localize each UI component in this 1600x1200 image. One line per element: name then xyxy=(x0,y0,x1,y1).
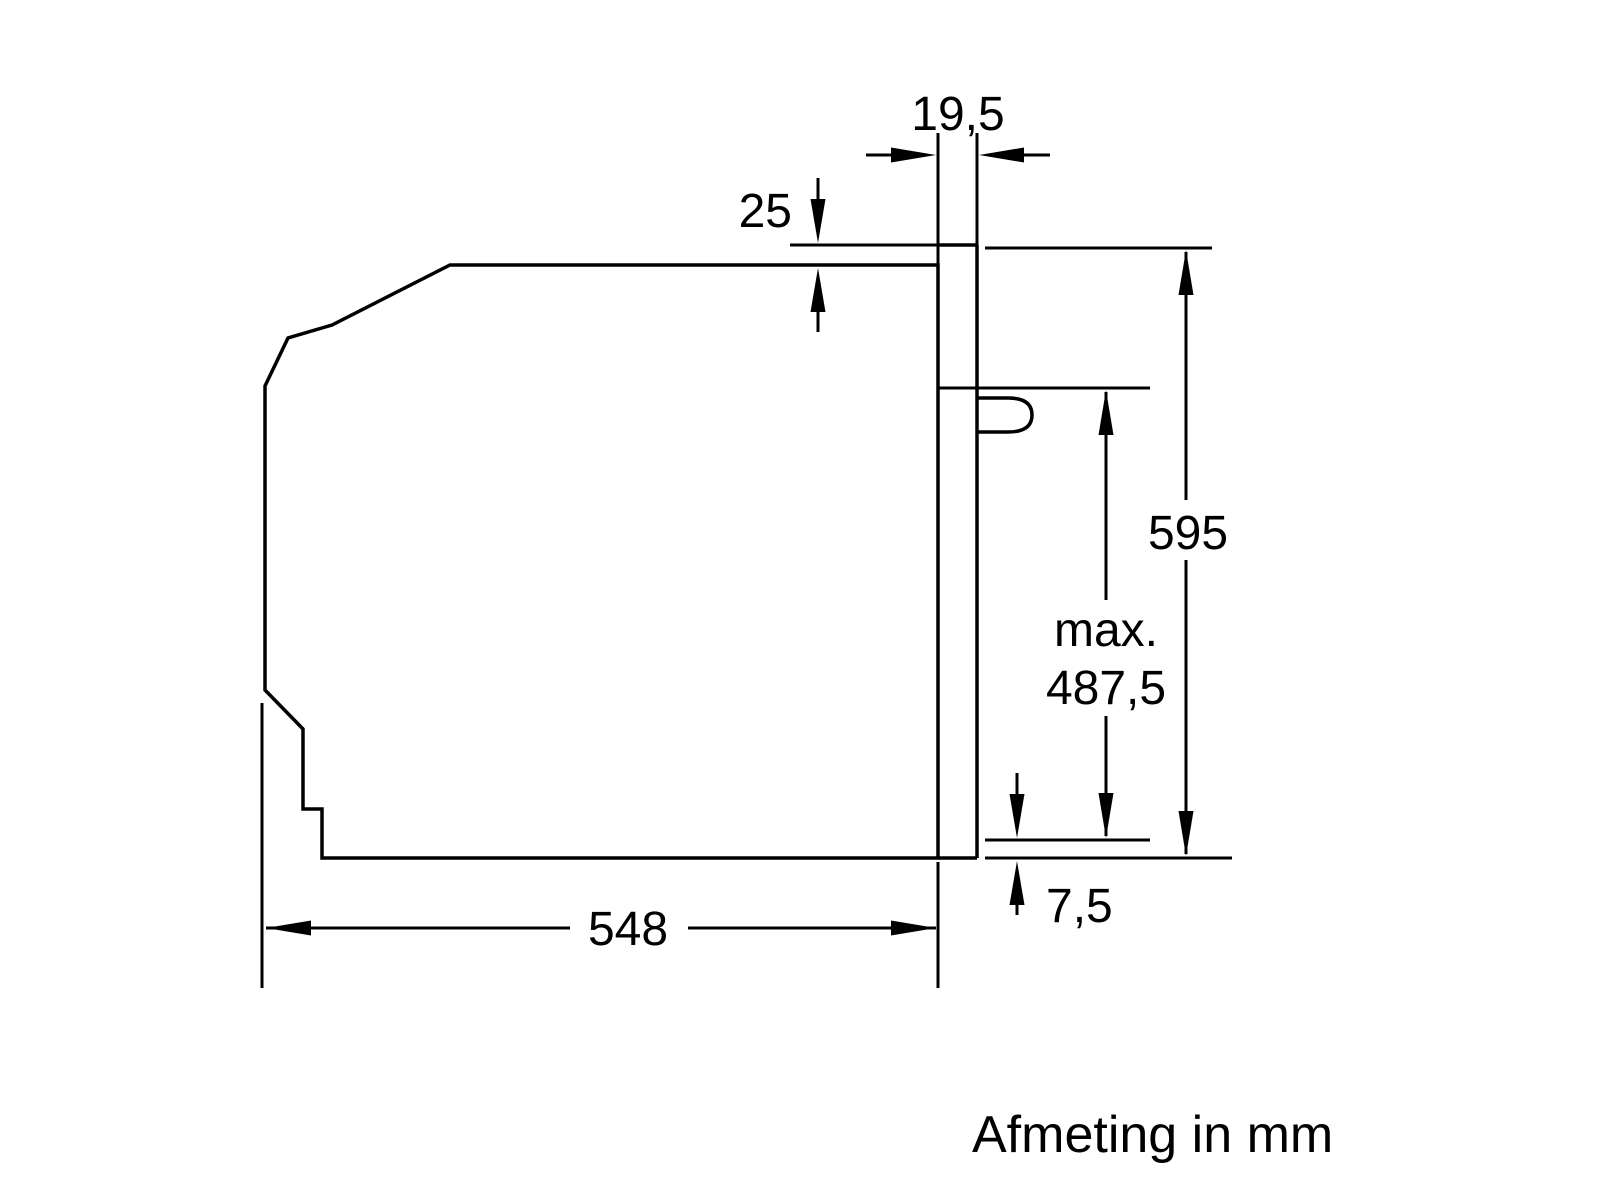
arrowhead-down xyxy=(1009,794,1025,838)
oven-body-outline xyxy=(263,263,940,860)
dimension-25: 25 xyxy=(739,178,938,332)
arrowhead-down xyxy=(1098,793,1114,838)
dimension-label-548: 548 xyxy=(588,903,668,956)
control-knob xyxy=(977,396,1034,434)
arrowhead-up xyxy=(810,268,826,312)
arrowhead-right xyxy=(891,920,936,936)
arrowhead-up xyxy=(1009,861,1025,905)
dimension-label-487-5: 487,5 xyxy=(1046,662,1166,715)
dimension-label-max: max. xyxy=(1054,604,1158,657)
oven-body xyxy=(263,263,940,860)
arrowhead-right xyxy=(891,147,936,163)
arrowhead-up xyxy=(1178,250,1194,295)
units-caption: Afmeting in mm xyxy=(972,1106,1333,1164)
arrowhead-left xyxy=(979,147,1024,163)
dimension-548: 548 xyxy=(260,703,940,988)
label-background xyxy=(1030,600,1182,716)
arrowhead-up xyxy=(1098,390,1114,435)
dimension-7-5: 7,5 xyxy=(1009,773,1113,933)
dimension-595: 595 xyxy=(985,246,1244,860)
arrowhead-down xyxy=(810,199,826,243)
label-background xyxy=(1134,500,1244,560)
arrowhead-down xyxy=(1178,811,1194,856)
arrowhead-left xyxy=(266,920,311,936)
dimension-label-19-5: 19,5 xyxy=(911,88,1004,141)
dimension-max-487-5: max. 487,5 xyxy=(938,386,1182,842)
dimension-label-25: 25 xyxy=(739,185,792,238)
dimension-19-5: 19,5 xyxy=(866,88,1050,265)
front-panel xyxy=(938,243,1034,860)
dimension-label-595: 595 xyxy=(1148,507,1228,560)
dimension-label-7-5: 7,5 xyxy=(1046,880,1113,933)
